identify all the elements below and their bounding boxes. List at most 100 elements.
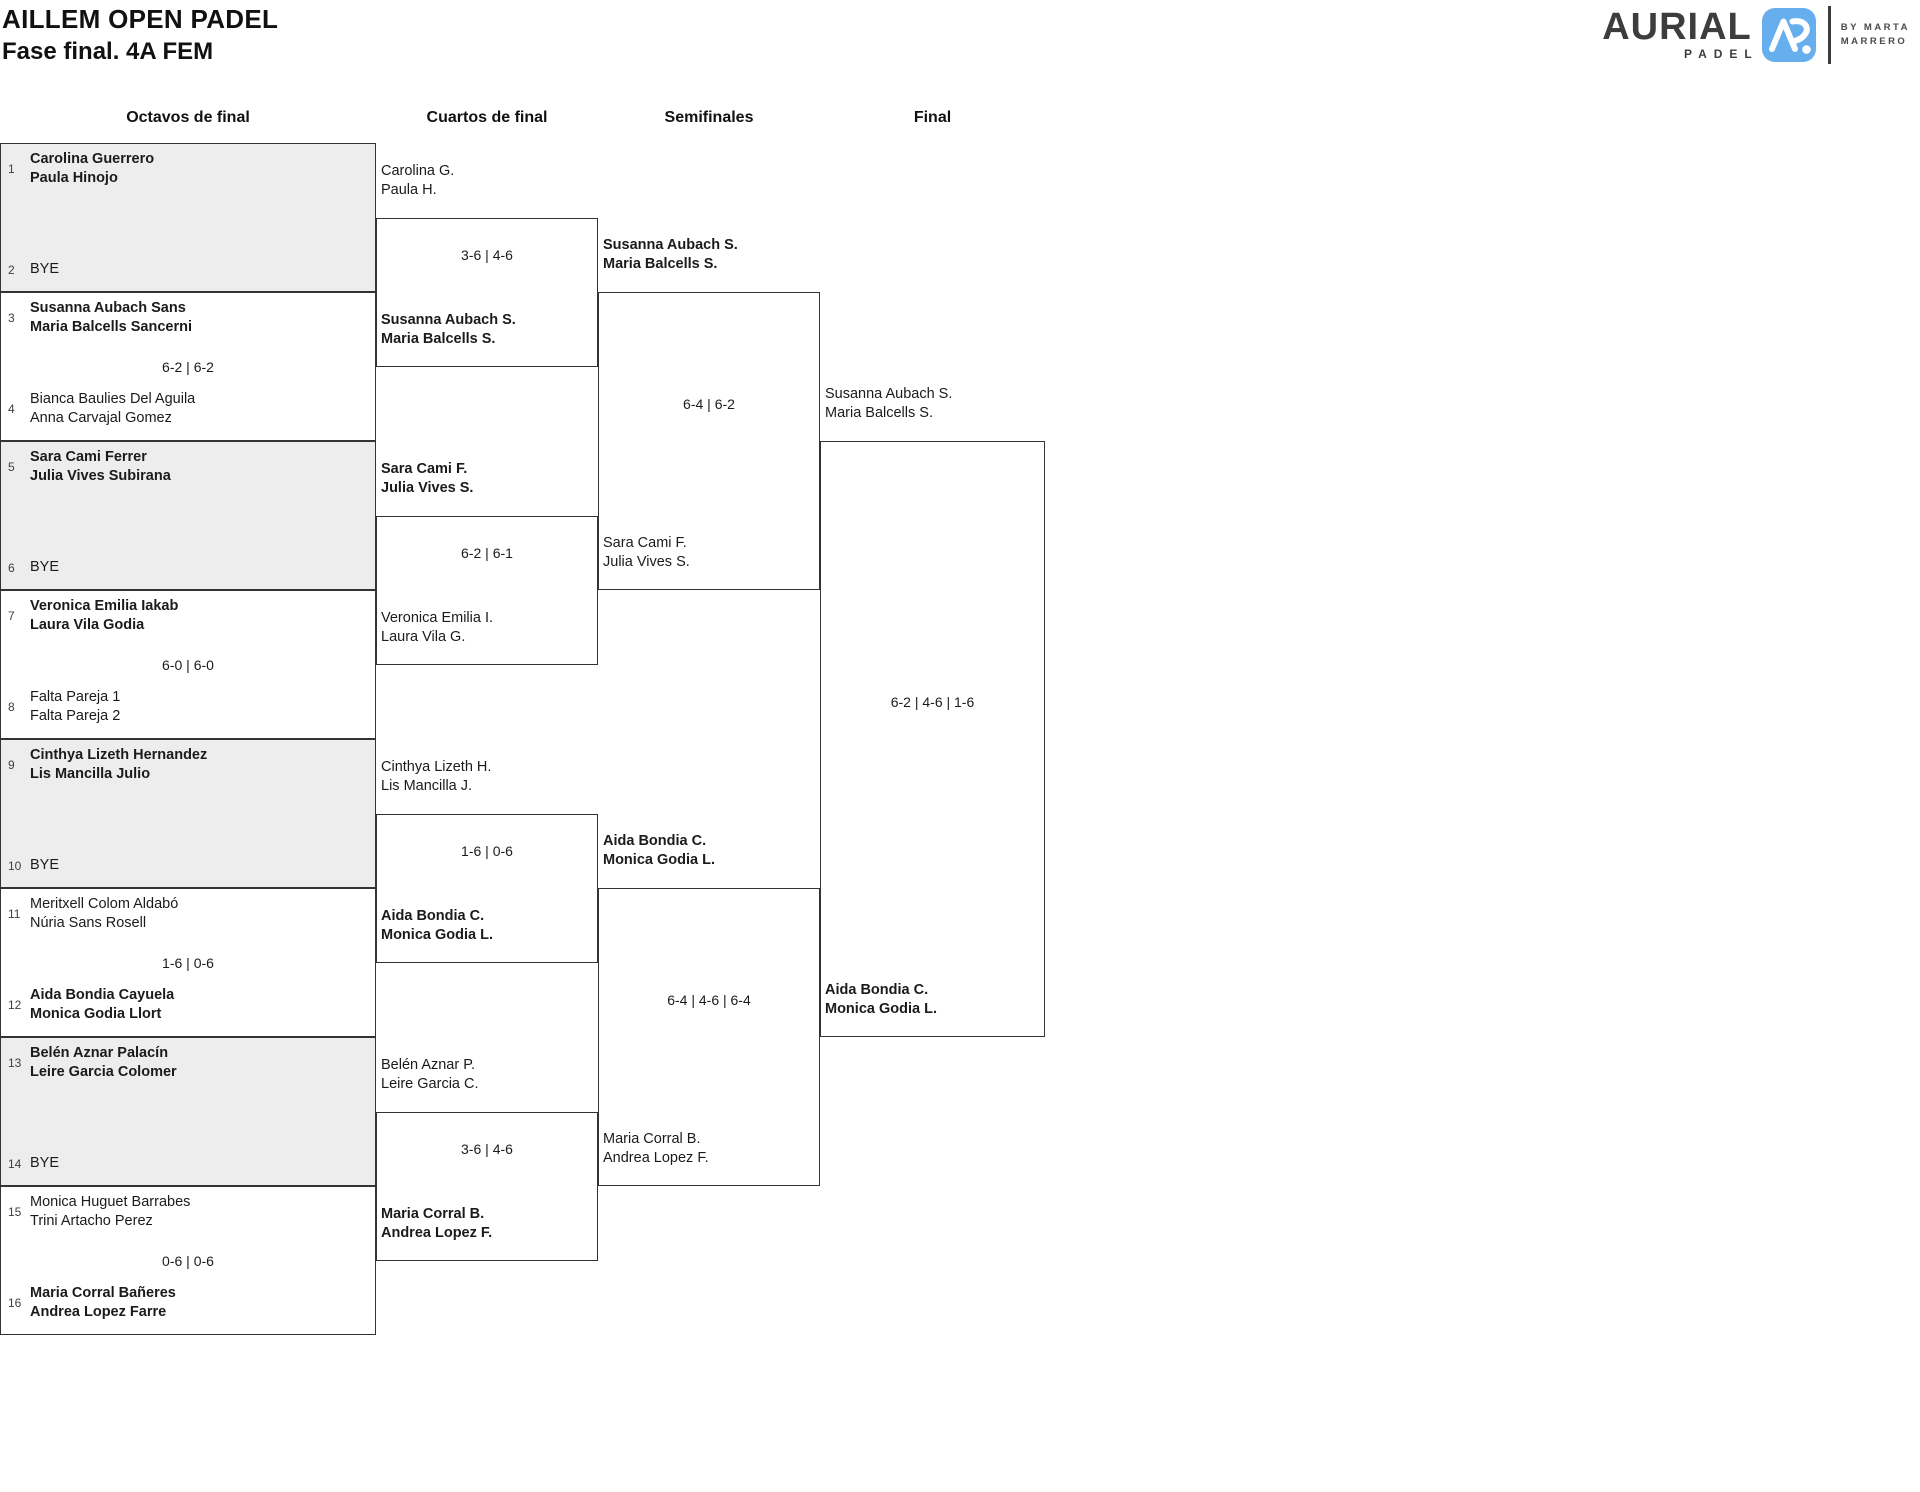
advancing-team-label: Maria Corral B.Andrea Lopez F. <box>603 1131 709 1166</box>
logo-wordmark: AURIAL PADEL <box>1602 6 1752 61</box>
advancing-team-label: Maria Corral B.Andrea Lopez F. <box>381 1205 493 1241</box>
advancing-team-label: Sara Cami F.Julia Vives S. <box>381 460 474 496</box>
advancing-team-label: Susanna Aubach S.Maria Balcells S. <box>825 386 953 421</box>
match-score: 3-6 | 4-6 <box>461 1141 513 1157</box>
match-score: 3-6 | 4-6 <box>461 247 513 263</box>
round-header-semifinales: Semifinales <box>664 109 754 126</box>
team-names: BYE <box>30 559 60 575</box>
advancing-team-label: Cinthya Lizeth H.Lis Mancilla J. <box>381 758 492 794</box>
logo-brand-text: AURIAL <box>1602 6 1752 48</box>
seed-number: 2 <box>8 262 15 277</box>
seed-number: 16 <box>8 1296 22 1310</box>
logo-brand-subtext: PADEL <box>1683 47 1759 61</box>
page-subtitle: Fase final. 4A FEM <box>2 38 214 65</box>
page-title: AILLEM OPEN PADEL <box>2 4 279 34</box>
seed-number: 8 <box>8 700 15 714</box>
seed-number: 10 <box>8 858 22 873</box>
match-box-cuartos <box>376 813 598 963</box>
advancing-team-label: Susanna Aubach S.Maria Balcells S. <box>603 237 738 272</box>
advancing-team-label: Belén Aznar P.Leire Garcia C. <box>381 1056 479 1092</box>
aurial-monogram-icon <box>1761 8 1816 62</box>
seed-number: 3 <box>8 311 15 325</box>
aurial-logo: AURIAL PADEL BY MARTA MARRERO <box>1602 6 1910 64</box>
match-score: 1-6 | 0-6 <box>162 954 214 971</box>
advancing-team-label: Aida Bondia C.Monica Godia L. <box>381 907 493 943</box>
match-score: 6-2 | 4-6 | 1-6 <box>890 694 975 710</box>
seed-number: 6 <box>8 560 15 575</box>
match-box-cuartos <box>376 515 598 665</box>
round-header-octavos: Octavos de final <box>126 109 250 126</box>
match-score: 6-2 | 6-2 <box>162 358 214 375</box>
seed-number: 4 <box>8 402 15 416</box>
advancing-team-label: Aida Bondia C.Monica Godia L. <box>603 833 715 868</box>
team-slot: 2 BYE <box>8 260 371 279</box>
team-names: BYE <box>30 857 60 873</box>
seed-number: 1 <box>8 162 15 176</box>
advancing-team-label: Susanna Aubach S.Maria Balcells S. <box>381 311 516 347</box>
match-box-final <box>820 441 1045 1037</box>
match-score: 6-0 | 6-0 <box>162 656 214 673</box>
seed-number: 15 <box>8 1205 22 1219</box>
team-names: BYE <box>30 1155 60 1171</box>
advancing-team-label: Aida Bondia C.Monica Godia L. <box>825 982 937 1017</box>
round-header-cuartos: Cuartos de final <box>426 109 548 126</box>
logo-byline-line1: BY MARTA <box>1840 22 1910 33</box>
match-box-cuartos <box>376 1111 598 1261</box>
advancing-team-label: Sara Cami F.Julia Vives S. <box>603 535 690 570</box>
match-score: 1-6 | 0-6 <box>461 843 513 859</box>
seed-number: 14 <box>8 1156 22 1171</box>
match-score: 6-4 | 4-6 | 6-4 <box>667 992 751 1008</box>
logo-divider <box>1827 6 1831 64</box>
seed-number: 9 <box>8 758 15 772</box>
seed-number: 13 <box>8 1056 22 1070</box>
match-box-cuartos <box>376 217 598 367</box>
seed-number: 7 <box>8 609 15 623</box>
match-score: 6-2 | 6-1 <box>461 545 513 561</box>
match-score: 6-4 | 6-2 <box>683 396 735 412</box>
advancing-team-label: Veronica Emilia I.Laura Vila G. <box>381 609 494 645</box>
advancing-team-label: Carolina G.Paula H. <box>381 162 455 198</box>
team-slot: 6 BYE <box>8 558 371 577</box>
team-slot: 10 BYE <box>8 856 371 875</box>
seed-number: 12 <box>8 998 22 1012</box>
seed-number: 5 <box>8 460 15 474</box>
seed-number: 11 <box>8 907 21 921</box>
team-slot: 14 BYE <box>8 1154 371 1173</box>
match-score: 0-6 | 0-6 <box>162 1252 214 1269</box>
match-box-semifinales <box>598 888 820 1186</box>
logo-byline: BY MARTA MARRERO <box>1841 21 1910 49</box>
round-header-final: Final <box>913 109 952 126</box>
team-names: BYE <box>30 261 60 277</box>
